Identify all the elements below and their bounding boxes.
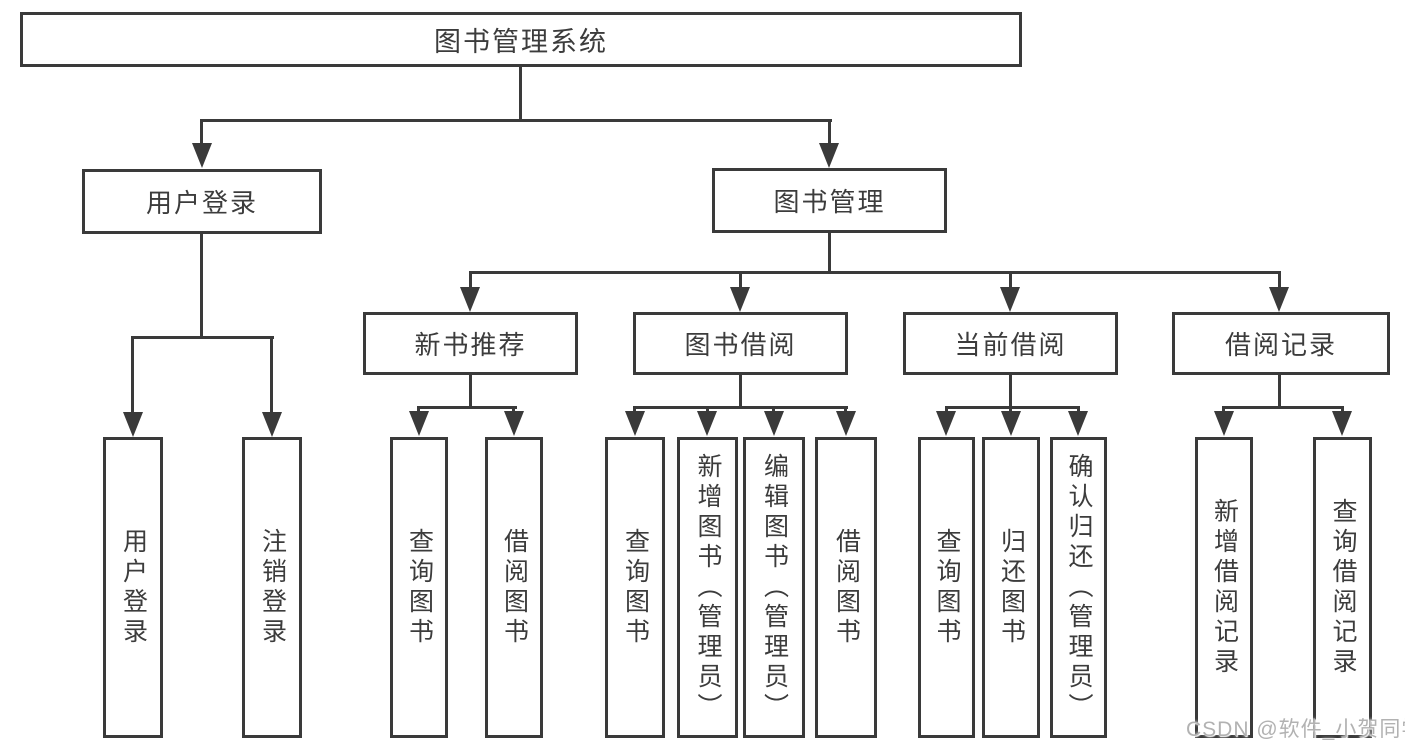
connector-line xyxy=(519,67,522,120)
node-label: 图书管理 xyxy=(773,187,886,217)
leaf-label: 借阅图书 xyxy=(500,527,529,648)
leaf-label: 归还图书 xyxy=(997,527,1026,648)
leaf-records-query-record: 查询借阅记录 xyxy=(1313,437,1372,738)
connector-line xyxy=(512,406,515,413)
leaf-label: 查询图书 xyxy=(405,527,434,648)
node-label: 当前借阅 xyxy=(954,330,1067,360)
leaf-label: 注销登录 xyxy=(258,527,287,648)
connector-line xyxy=(945,406,1080,409)
leaf-logout: 注销登录 xyxy=(242,437,302,738)
arrow-down-icon xyxy=(123,412,143,437)
arrow-down-icon xyxy=(262,412,282,437)
leaf-borrowing-borrow-books: 借阅图书 xyxy=(815,437,877,738)
node-label: 用户登录 xyxy=(145,188,258,218)
leaf-current-return-books: 归还图书 xyxy=(982,437,1040,738)
connector-line xyxy=(270,336,273,412)
leaf-label: 借阅图书 xyxy=(832,527,861,648)
connector-line xyxy=(469,271,472,287)
leaf-borrowing-query-books: 查询图书 xyxy=(605,437,665,738)
node-label: 图书借阅 xyxy=(684,330,797,360)
connector-line xyxy=(844,406,847,413)
arrow-down-icon xyxy=(936,411,956,436)
leaf-label: 查询图书 xyxy=(933,527,961,648)
connector-line xyxy=(131,336,134,412)
arrow-down-icon xyxy=(697,411,717,436)
arrow-down-icon xyxy=(1269,287,1289,312)
connector-line xyxy=(1278,375,1281,409)
connector-line xyxy=(633,406,636,413)
arrow-down-icon xyxy=(764,411,784,436)
leaf-current-confirm-return-admin: 确认归还（管理员） xyxy=(1050,437,1107,738)
node-label: 图书管理系统 xyxy=(434,27,608,57)
node-borrowing-records: 借阅记录 xyxy=(1172,312,1390,375)
connector-line xyxy=(1222,406,1225,413)
node-label: 借阅记录 xyxy=(1224,330,1337,360)
arrow-down-icon xyxy=(730,287,750,312)
connector-line xyxy=(772,406,775,413)
csdn-watermark: CSDN @软件_小贺同学 xyxy=(1186,718,1405,741)
node-new-book-recommendation: 新书推荐 xyxy=(363,312,578,375)
leaf-label: 用户登录 xyxy=(119,527,148,648)
arrow-down-icon xyxy=(192,143,212,168)
arrow-down-icon xyxy=(409,411,429,436)
connector-line xyxy=(131,336,274,339)
connector-line xyxy=(1278,271,1281,287)
leaf-label: 新增图书（管理员） xyxy=(694,452,722,723)
leaf-user-login: 用户登录 xyxy=(103,437,163,738)
connector-line xyxy=(706,406,709,413)
connector-line xyxy=(469,271,1281,274)
leaf-borrowing-edit-book-admin: 编辑图书（管理员） xyxy=(743,437,805,738)
node-label: 新书推荐 xyxy=(414,330,527,360)
connector-line xyxy=(1009,406,1012,413)
leaf-borrowing-add-book-admin: 新增图书（管理员） xyxy=(677,437,738,738)
connector-line xyxy=(469,375,472,409)
arrow-down-icon xyxy=(1001,411,1021,436)
arrow-down-icon xyxy=(625,411,645,436)
arrow-down-icon xyxy=(1068,411,1088,436)
connector-line xyxy=(828,233,831,274)
node-current-borrowing: 当前借阅 xyxy=(903,312,1118,375)
leaf-label: 查询借阅记录 xyxy=(1329,497,1357,678)
connector-line xyxy=(828,119,831,145)
connector-line xyxy=(200,119,203,145)
connector-line xyxy=(417,406,517,409)
connector-line xyxy=(417,406,420,413)
connector-line xyxy=(739,271,742,287)
leaf-label: 新增借阅记录 xyxy=(1210,497,1239,678)
connector-line xyxy=(633,406,848,409)
arrow-down-icon xyxy=(1332,411,1352,436)
arrow-down-icon xyxy=(460,287,480,312)
connector-line xyxy=(1222,406,1344,409)
arrow-down-icon xyxy=(819,143,839,168)
node-book-borrowing: 图书借阅 xyxy=(633,312,848,375)
connector-line xyxy=(739,375,742,409)
leaf-label: 编辑图书（管理员） xyxy=(760,452,789,723)
leaf-newbooks-query-books: 查询图书 xyxy=(390,437,448,738)
node-user-login: 用户登录 xyxy=(82,169,322,234)
leaf-records-add-record: 新增借阅记录 xyxy=(1195,437,1253,738)
arrow-down-icon xyxy=(504,411,524,436)
leaf-newbooks-borrow-books: 借阅图书 xyxy=(485,437,543,738)
leaf-label: 查询图书 xyxy=(621,527,650,648)
connector-line xyxy=(1341,406,1344,413)
arrow-down-icon xyxy=(1214,411,1234,436)
leaf-label: 确认归还（管理员） xyxy=(1065,452,1093,723)
node-book-management: 图书管理 xyxy=(712,168,947,233)
connector-line xyxy=(1009,375,1012,409)
arrow-down-icon xyxy=(836,411,856,436)
node-book-management-system: 图书管理系统 xyxy=(20,12,1022,67)
arrow-down-icon xyxy=(1000,287,1020,312)
connector-line xyxy=(200,234,203,339)
connector-line xyxy=(945,406,948,413)
leaf-current-query-books: 查询图书 xyxy=(918,437,975,738)
connector-line xyxy=(1009,271,1012,287)
connector-line xyxy=(200,119,832,122)
connector-line xyxy=(1077,406,1080,413)
